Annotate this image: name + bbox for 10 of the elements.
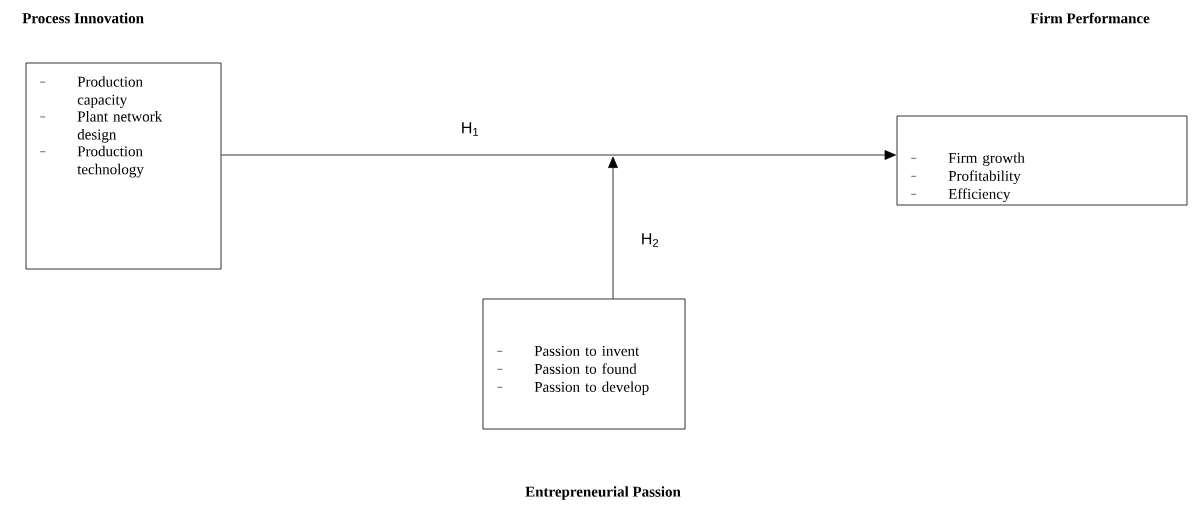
bullet-list: Passion to invent Passion to found Passion to develop [496,345,649,395]
heading: Firm Performance [1030,12,1150,24]
bullet-list: Firm growth Profitability Efficiency [910,152,1025,203]
arrow [221,150,896,160]
bullet-list: Production capacity Plant network design Production technology [39,76,163,178]
edge-label: H$_{1}$ [459,121,481,137]
edge-label: H$_{2}$ [639,232,661,248]
arrow [608,156,618,299]
heading: Entrepreneurial Passion [525,486,681,500]
heading: Process Innovation [22,12,144,24]
